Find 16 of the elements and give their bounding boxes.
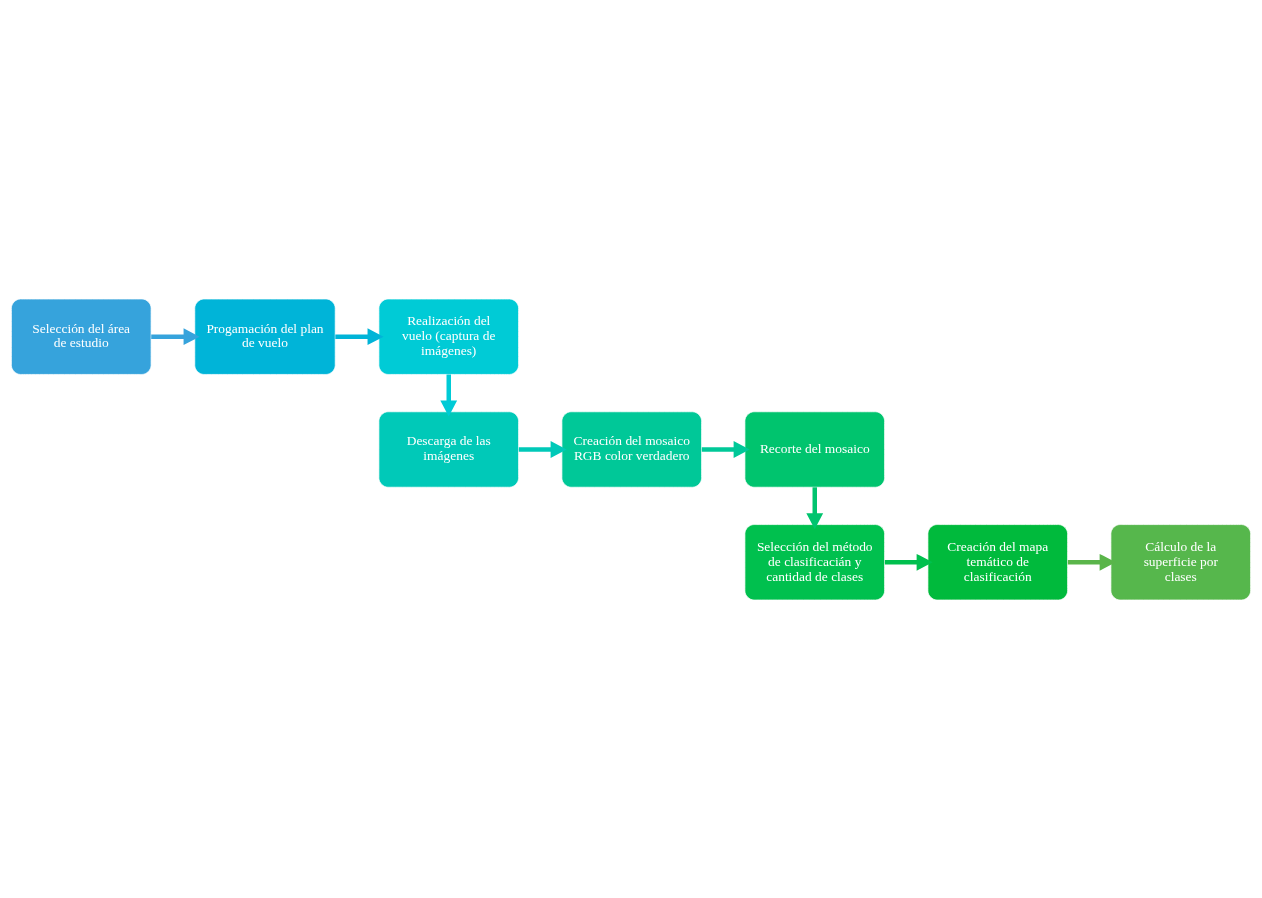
node-box: Recorte del mosaico: [744, 410, 885, 488]
node-box: Selección del área de estudio: [11, 298, 152, 375]
arrow: [518, 440, 567, 458]
arrow: [335, 327, 384, 345]
arrow: [884, 553, 933, 571]
node-box: Creación del mosaico RGB color verdadero: [561, 410, 702, 488]
node-box: Cálculo de la superficie por clases: [1110, 523, 1251, 600]
arrow: [151, 327, 200, 345]
node-box: Realización del vuelo (captura de imágenes): [378, 298, 519, 375]
node-box: Selección del método de clasificacián y cantidad de clases: [744, 523, 885, 600]
arrow: [701, 440, 750, 458]
arrow: [806, 486, 824, 529]
node-box: Creación del mapa temático de clasificación: [927, 523, 1068, 600]
arrow: [440, 374, 458, 416]
node-box: Descarga de las imágenes: [378, 410, 519, 488]
node-box: Progamación del plan de vuelo: [194, 298, 336, 375]
